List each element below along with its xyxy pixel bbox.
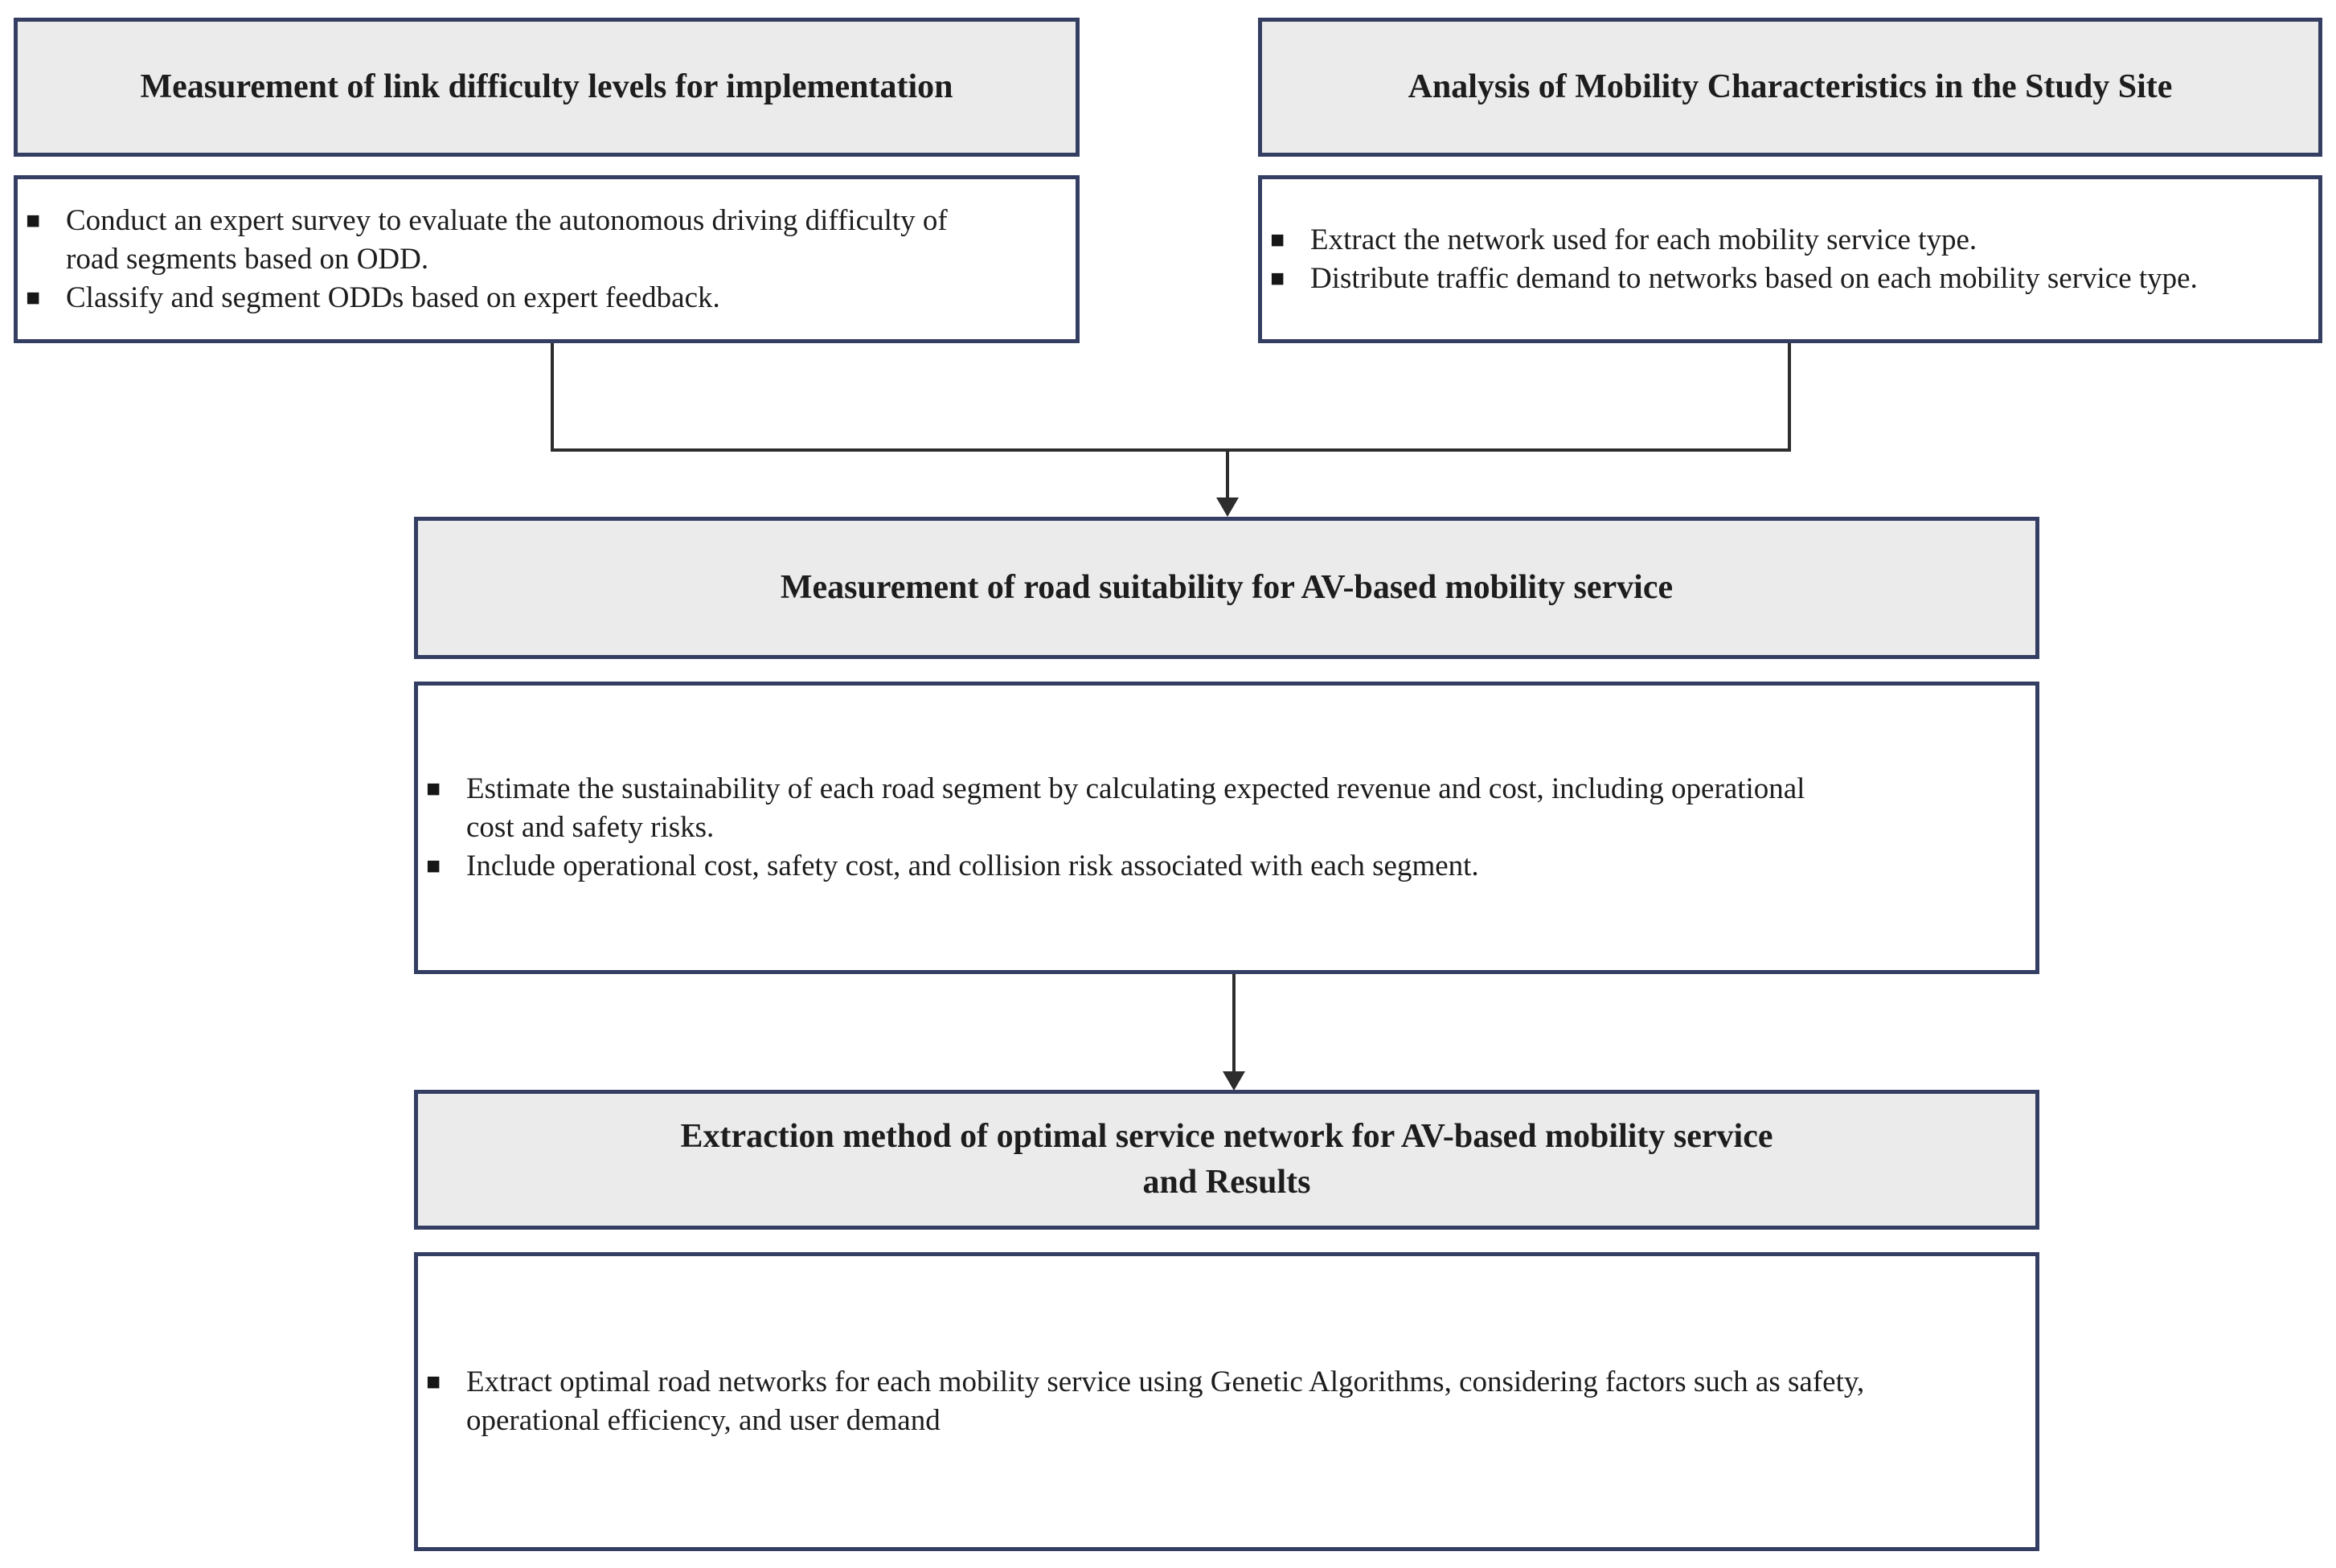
connector-line-left — [551, 343, 554, 450]
list-item: ■ Distribute traffic demand to networks … — [1270, 260, 2222, 298]
bullet-text: Classify and segment ODDs based on exper… — [66, 280, 720, 314]
list-item: ■ Conduct an expert survey to evaluate t… — [26, 202, 979, 279]
bullet-text: Distribute traffic demand to networks ba… — [1310, 261, 2198, 295]
list-item: ■ Estimate the sustainability of each ro… — [426, 770, 1834, 847]
list-item: ■ Include operational cost, safety cost,… — [426, 847, 1834, 886]
bottom-header-box: Extraction method of optimal service net… — [414, 1090, 2039, 1230]
list-item: ■ Classify and segment ODDs based on exp… — [26, 279, 979, 317]
connector-line-down-2 — [1232, 974, 1236, 1074]
bullet-square-icon: ■ — [426, 776, 441, 802]
bottom-header-line-2: and Results — [1142, 1164, 1311, 1201]
list-item: ■ Extract optimal road networks for each… — [426, 1363, 1987, 1440]
bullet-square-icon: ■ — [26, 207, 41, 234]
arrow-down-icon — [1223, 1071, 1245, 1091]
bullet-text: Extract the network used for each mobili… — [1310, 223, 1977, 256]
bullet-square-icon: ■ — [426, 1369, 441, 1395]
top-right-content-box: ■ Extract the network used for each mobi… — [1258, 175, 2322, 343]
top-left-header-title: Measurement of link difficulty levels fo… — [140, 68, 953, 105]
connector-line-down-1 — [1226, 448, 1229, 500]
bullet-text: Include operational cost, safety cost, a… — [466, 850, 1479, 882]
connector-line-horizontal — [551, 448, 1791, 452]
bullet-text: Conduct an expert survey to evaluate the… — [66, 203, 948, 276]
bullet-square-icon: ■ — [1270, 226, 1285, 253]
bullet-text: Estimate the sustainability of each road… — [466, 772, 1805, 844]
connector-line-right — [1788, 343, 1791, 450]
top-right-header-box: Analysis of Mobility Characteristics in … — [1258, 18, 2322, 157]
bullet-square-icon: ■ — [426, 853, 441, 879]
bottom-header-line-1: Extraction method of optimal service net… — [680, 1118, 1773, 1155]
middle-content-box: ■ Estimate the sustainability of each ro… — [414, 682, 2039, 974]
bullet-square-icon: ■ — [1270, 264, 1285, 292]
list-item: ■ Extract the network used for each mobi… — [1270, 221, 2222, 260]
top-right-header-title: Analysis of Mobility Characteristics in … — [1408, 68, 2173, 105]
bottom-header-title: Extraction method of optimal service net… — [418, 1114, 2035, 1206]
middle-header-title: Measurement of road suitability for AV-b… — [780, 569, 1674, 606]
top-left-content-box: ■ Conduct an expert survey to evaluate t… — [14, 175, 1080, 343]
middle-header-box: Measurement of road suitability for AV-b… — [414, 517, 2039, 659]
bullet-text: Extract optimal road networks for each m… — [466, 1365, 1865, 1437]
bottom-content-box: ■ Extract optimal road networks for each… — [414, 1252, 2039, 1551]
top-left-header-box: Measurement of link difficulty levels fo… — [14, 18, 1080, 157]
arrow-down-icon — [1216, 497, 1239, 517]
bullet-square-icon: ■ — [26, 284, 41, 311]
